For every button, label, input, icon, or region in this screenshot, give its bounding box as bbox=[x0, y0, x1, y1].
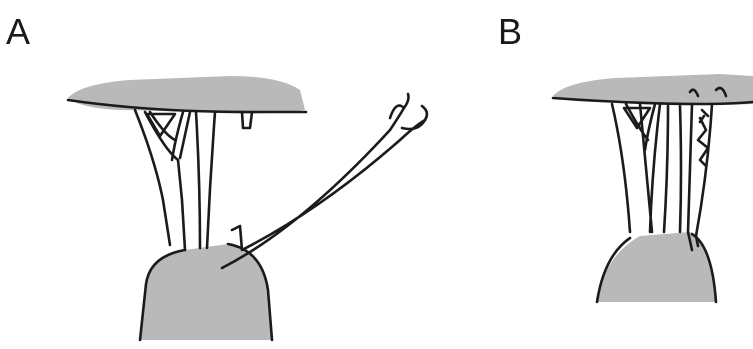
panel-a-detached-strand bbox=[222, 94, 427, 268]
panel-b-branched-strand bbox=[612, 104, 660, 232]
panel-a-upper-cap bbox=[68, 76, 305, 114]
panel-b-middle-strand bbox=[664, 106, 681, 232]
panel-b-drawing bbox=[553, 74, 753, 302]
panel-label-b: B bbox=[498, 14, 522, 50]
panel-a-drawing bbox=[68, 76, 427, 340]
panel-label-a: A bbox=[6, 14, 30, 50]
panel-a-middle-strand bbox=[196, 112, 215, 248]
panel-b-repaired-strand bbox=[688, 104, 712, 236]
panel-a-cap-stump bbox=[242, 112, 252, 128]
